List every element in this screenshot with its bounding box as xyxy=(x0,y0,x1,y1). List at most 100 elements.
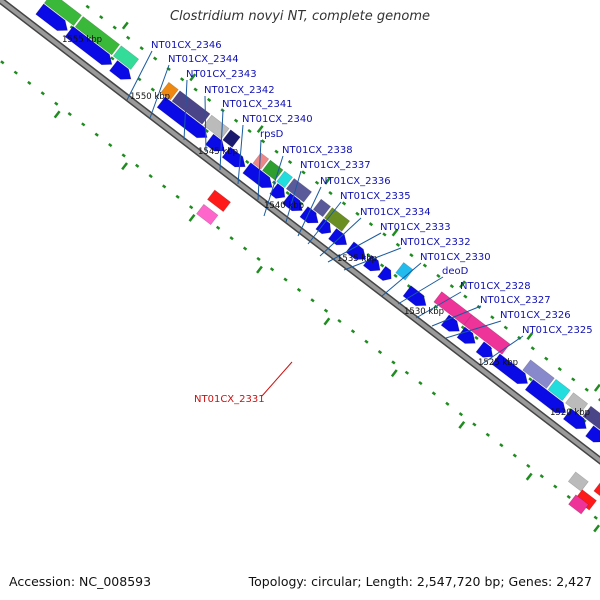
reverse-feature-block xyxy=(196,203,219,226)
gene-label-forward: NT01CX_2343 xyxy=(186,69,257,80)
tick-dot xyxy=(150,87,155,92)
tick-dot xyxy=(598,398,600,402)
tick-dot xyxy=(528,377,533,382)
tick-dot xyxy=(539,474,544,479)
major-tick xyxy=(525,472,533,481)
tick-dot xyxy=(242,246,248,251)
forward-cds-arrow xyxy=(475,341,494,358)
tick-dot xyxy=(544,356,549,361)
tick-dot xyxy=(162,184,167,189)
tick-dot xyxy=(247,128,252,134)
forward-cds-arrow xyxy=(585,425,600,443)
tick-dot xyxy=(206,97,212,103)
tick-dot xyxy=(393,273,398,278)
gene-label-forward: NT01CX_2344 xyxy=(168,54,239,65)
forward-cds-arrow xyxy=(328,228,348,246)
scale-label: 1540 kbp xyxy=(264,201,304,211)
tick-dot xyxy=(449,284,455,289)
gene-label-leader xyxy=(263,155,284,217)
tick-dot xyxy=(0,60,5,65)
tick-dot xyxy=(112,25,117,30)
gene-label-reverse: NT01CX_2331 xyxy=(194,394,265,405)
backbone-line xyxy=(0,0,600,463)
tick-dot xyxy=(121,153,126,158)
tick-dot xyxy=(391,360,396,365)
cog-feature-block xyxy=(203,114,230,140)
gene-label-forward: NT01CX_2342 xyxy=(204,85,275,96)
tick-dot xyxy=(566,494,571,499)
major-tick xyxy=(121,21,129,30)
tick-dot xyxy=(245,159,250,165)
scale-label: 1525 kbp xyxy=(478,358,518,368)
major-tick xyxy=(188,213,196,222)
gene-label-leader xyxy=(445,320,502,339)
cog-feature-block xyxy=(112,45,140,70)
tick-dot xyxy=(85,4,90,9)
gene-label-forward: NT01CX_2346 xyxy=(151,40,222,51)
cog-feature-block xyxy=(74,16,121,56)
forward-cds-arrow xyxy=(345,241,367,260)
gene-label-leader xyxy=(431,305,482,327)
tick-dot xyxy=(460,325,466,330)
forward-cds-arrow xyxy=(377,265,392,281)
genome-backbone xyxy=(0,0,600,465)
cog-feature-block xyxy=(262,159,284,181)
tick-dot xyxy=(188,205,194,210)
gene-label-leader xyxy=(327,232,382,263)
tick-dot xyxy=(485,432,490,437)
tick-dot xyxy=(490,315,495,320)
gene-label-forward: NT01CX_2330 xyxy=(420,252,491,263)
tick-dot xyxy=(229,236,234,241)
major-tick xyxy=(593,383,600,392)
reverse-feature-block xyxy=(568,494,589,515)
backbone-outline xyxy=(0,0,600,465)
tick-dot xyxy=(350,329,356,334)
cog-feature-block xyxy=(323,207,351,232)
gene-label-forward: NT01CX_2325 xyxy=(522,325,593,336)
scale-label: 1555 kbp xyxy=(62,35,102,45)
major-tick xyxy=(593,524,600,533)
tick-dot xyxy=(260,139,266,144)
forward-cds-arrow xyxy=(362,254,381,272)
cog-feature-block xyxy=(171,90,211,125)
gene-label-forward: rpsD xyxy=(260,129,284,140)
tick-dot xyxy=(215,225,221,230)
cog-feature-block xyxy=(312,198,332,218)
tick-dot xyxy=(40,91,45,96)
genome-summary-text: Topology: circular; Length: 2,547,720 bp… xyxy=(248,574,592,589)
tick-dot xyxy=(431,391,437,396)
tick-dot xyxy=(94,132,99,137)
tick-dot xyxy=(126,35,131,40)
gene-label-forward: NT01CX_2337 xyxy=(300,160,371,171)
cog-feature-block xyxy=(252,152,270,170)
tick-dot xyxy=(13,70,18,75)
reverse-feature-block xyxy=(206,189,232,213)
tick-dot xyxy=(474,335,479,340)
tick-dot xyxy=(54,101,59,106)
tick-dot xyxy=(283,277,288,282)
gene-label-leader-reverse xyxy=(261,361,293,397)
major-tick xyxy=(459,280,466,289)
cog-feature-block xyxy=(285,178,313,203)
gene-label-leader xyxy=(381,262,422,297)
gene-label-forward: NT01CX_2333 xyxy=(380,222,451,233)
gene-label-leader xyxy=(183,79,188,141)
tick-dot xyxy=(584,387,589,392)
tick-dot xyxy=(256,256,261,261)
gene-label-forward: NT01CX_2326 xyxy=(500,310,571,321)
tick-dot xyxy=(526,463,531,468)
cog-feature-block xyxy=(160,81,179,101)
tick-dot xyxy=(81,122,86,127)
gene-label-forward: NT01CX_2336 xyxy=(320,176,391,187)
major-tick xyxy=(323,317,331,326)
scale-label: 1550 kbp xyxy=(130,92,170,102)
tick-dot xyxy=(395,242,401,247)
label-leader-lines xyxy=(126,50,524,397)
map-title: Clostridium novyi NT, complete genome xyxy=(169,9,431,24)
major-tick xyxy=(458,420,466,429)
cog-feature-block xyxy=(222,129,241,148)
gene-label-leader xyxy=(204,95,207,153)
tick-dot xyxy=(233,118,239,123)
